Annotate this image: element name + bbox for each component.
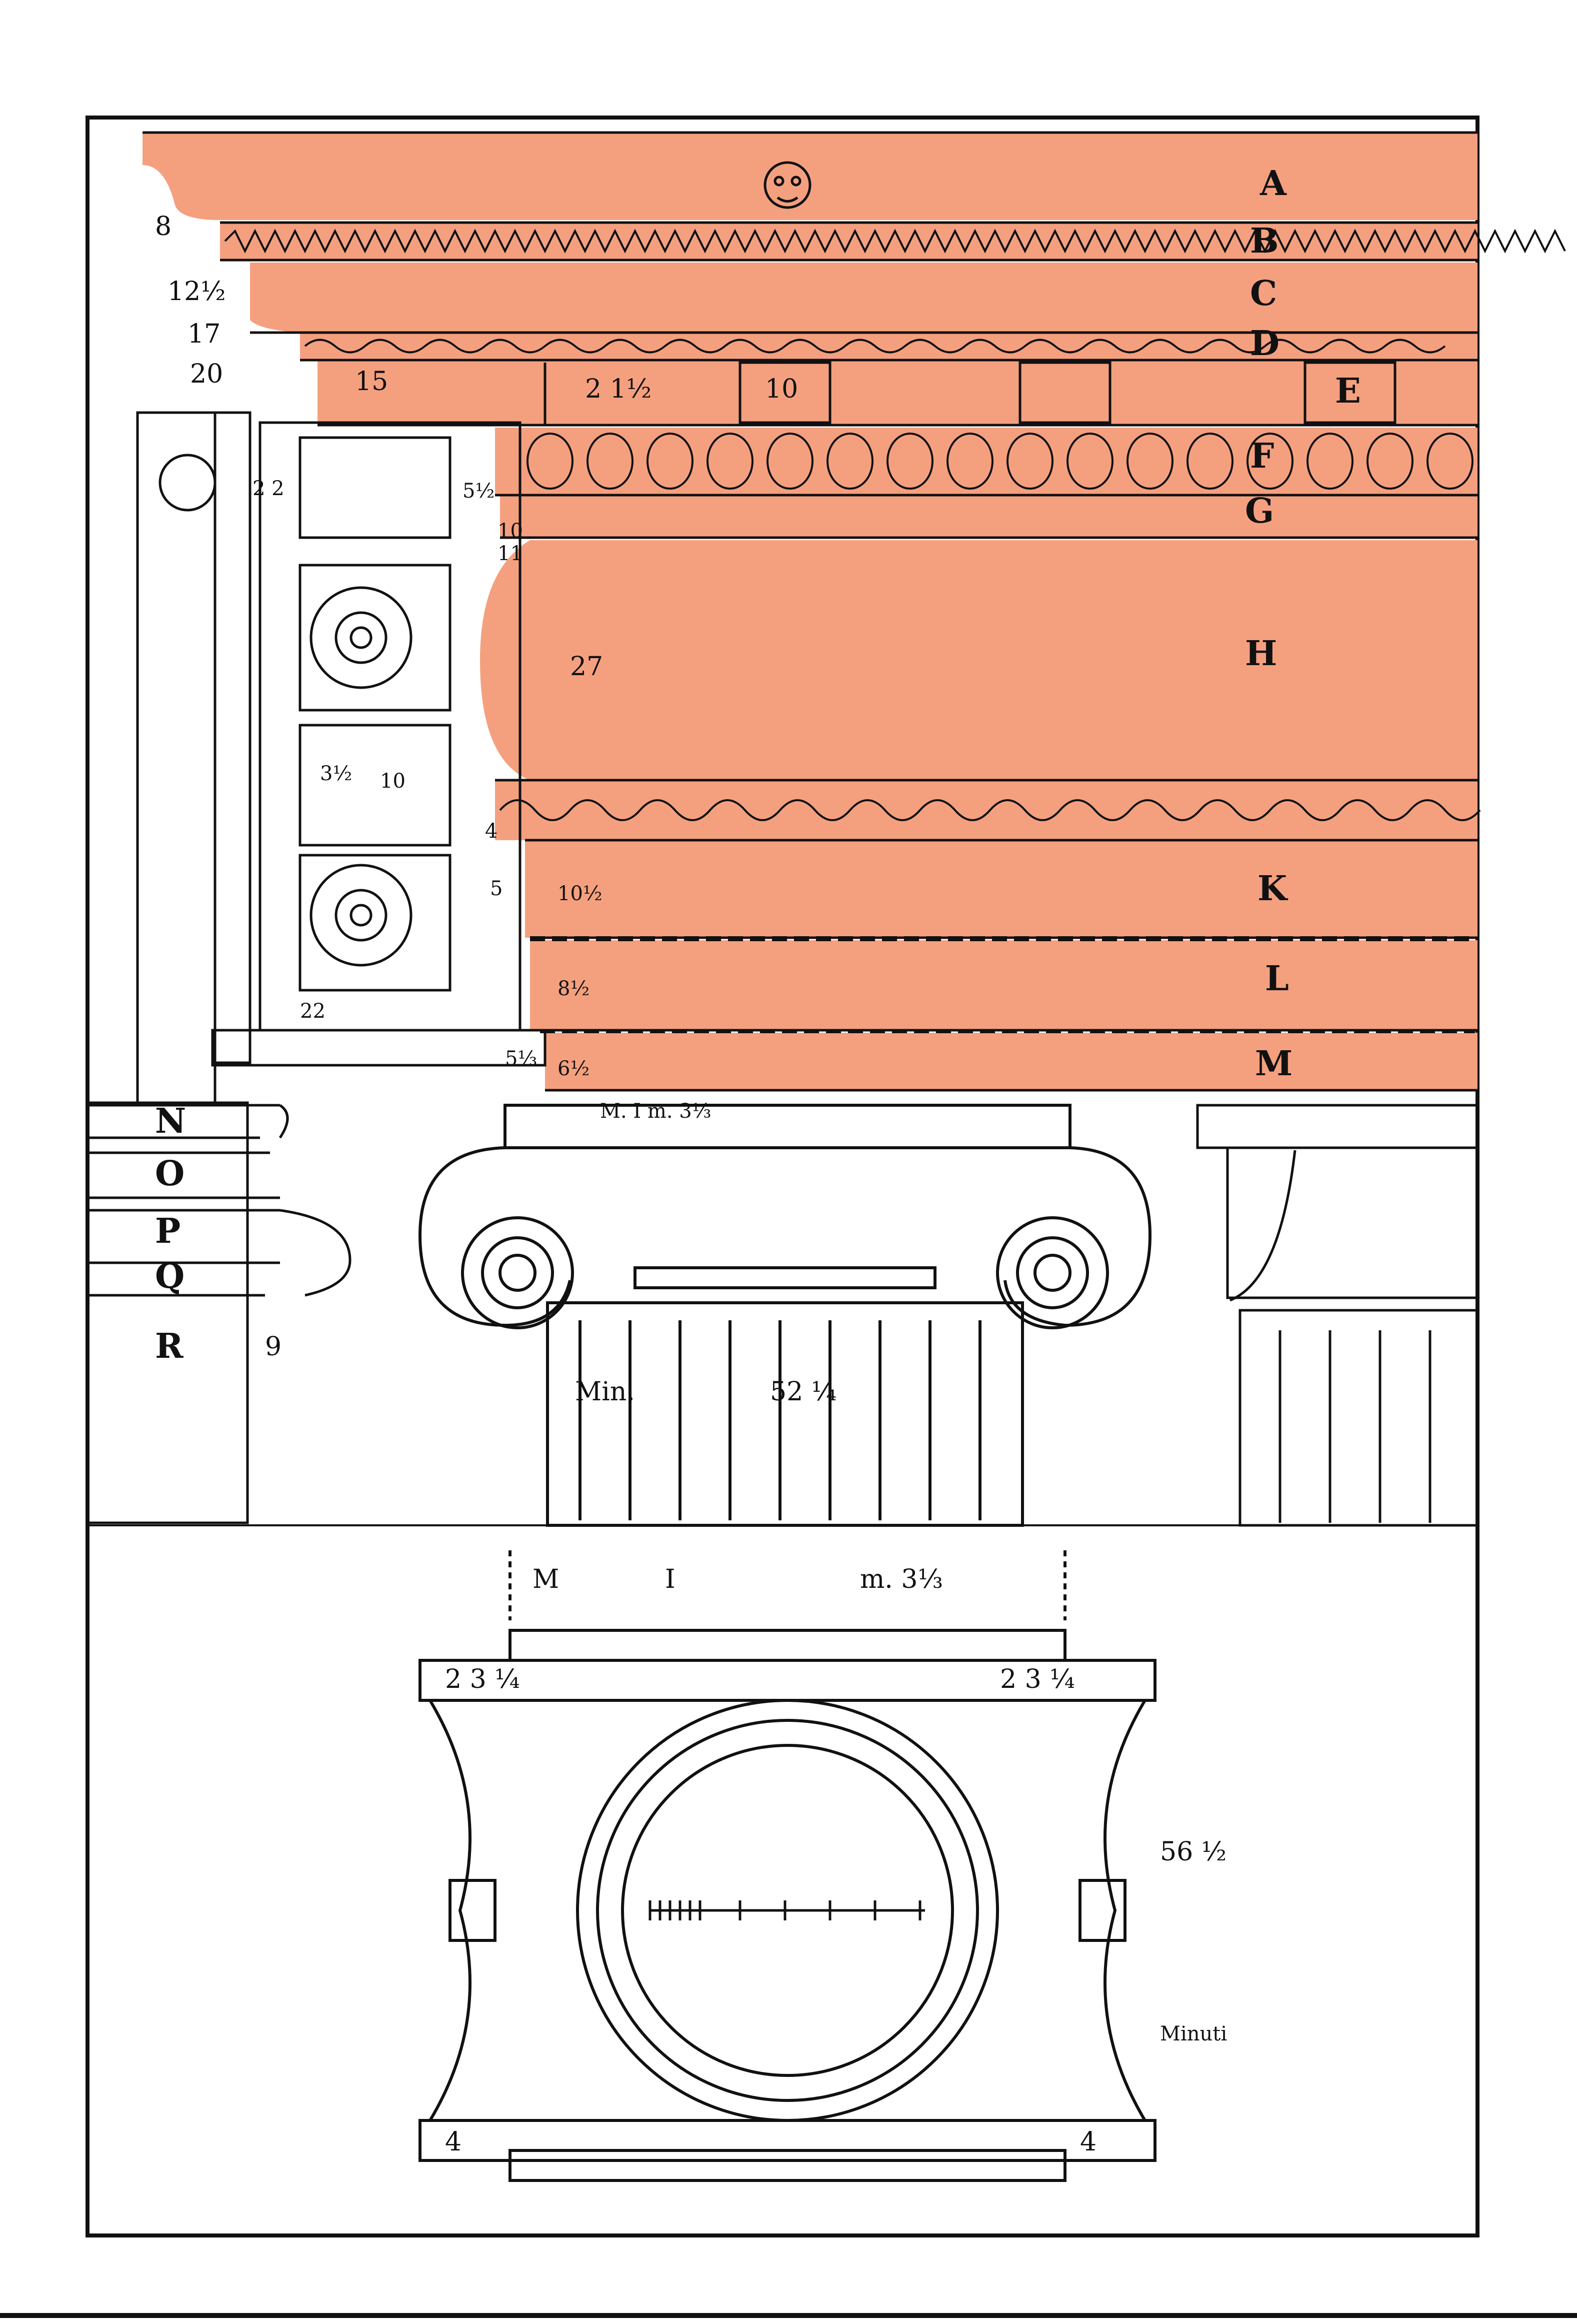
entablature-letter-labels: A B C D E F G H K L M <box>1245 164 1361 1084</box>
soffit-num-4: 11 <box>498 542 523 565</box>
cornice-num-4: 20 <box>190 359 223 389</box>
scale-bar <box>648 1900 925 1920</box>
soffit-num-5: 3½ <box>320 762 352 785</box>
letter-q: Q <box>155 1256 184 1296</box>
cornice-num-1: 8 <box>155 212 172 242</box>
frieze-num-3: 10 <box>765 374 798 404</box>
letter-h: H <box>1245 634 1277 674</box>
profile-num-2: 10½ <box>558 882 602 905</box>
letter-m: M <box>1255 1044 1292 1084</box>
profile-num-3: 8½ <box>558 977 590 1000</box>
frieze-numbers: 15 2 1½ 10 <box>355 367 798 404</box>
plan-right-value: 2 3 ¼ <box>1000 1664 1075 1694</box>
frieze-num-1: 15 <box>355 367 388 397</box>
profile-num-1: 27 <box>570 652 603 682</box>
letter-r: R <box>155 1326 184 1366</box>
letter-p: P <box>155 1211 180 1251</box>
plan-bottom-left: 4 <box>445 2127 462 2157</box>
cornice-band-a <box>142 133 1478 220</box>
shaft-value: 52 ¼ <box>770 1377 836 1407</box>
scale-caption: Minuti <box>1160 2022 1227 2045</box>
band-g <box>500 495 1478 538</box>
frieze-num-2: 2 1½ <box>585 374 652 404</box>
ionic-capital <box>418 1104 1152 1527</box>
profile-numbers: 27 10½ 8½ 6½ 5⅓ <box>505 652 603 1080</box>
capital-plan <box>418 1550 1156 2182</box>
plan-bottom-right: 4 <box>1080 2127 1096 2157</box>
soffit-num-6: 10 <box>380 770 406 793</box>
band-l <box>530 940 1478 1030</box>
lion-head-ornament <box>764 161 812 209</box>
plan-top-i: I <box>665 1564 676 1594</box>
profile-num-4: 6½ <box>558 1057 590 1080</box>
shaft-label: Min. <box>575 1377 635 1407</box>
band-i <box>495 780 1478 840</box>
ornament-bands <box>224 229 1566 1033</box>
cornice-side-numbers: 8 12½ 17 20 <box>155 212 226 389</box>
band-c <box>250 263 1478 333</box>
letter-l: L <box>1265 959 1289 999</box>
cyma-h <box>480 540 1478 780</box>
soffit-panel <box>86 411 546 1524</box>
profile-num-5: 5⅓ <box>505 1047 537 1070</box>
base-profile <box>88 1104 352 1297</box>
egg-and-dart-f <box>526 433 1474 490</box>
entablature-highlight <box>142 133 1478 1090</box>
plan-top-m3: m. 3⅓ <box>860 1564 943 1594</box>
letter-o: O <box>155 1154 184 1194</box>
cornice-num-2: 12½ <box>168 277 226 307</box>
plan-side-value: 56 ½ <box>1160 1837 1226 1867</box>
letter-d: D <box>1250 324 1280 364</box>
letter-g: G <box>1245 491 1274 531</box>
letter-f: F <box>1250 436 1274 476</box>
soffit-num-7: 4 <box>485 820 498 843</box>
frieze-e <box>318 360 1478 425</box>
soffit-numbers: 2 2 5½ 10 11 3½ 10 4 5 22 <box>252 477 523 1023</box>
letter-k: K <box>1258 869 1288 909</box>
capital-labels: M. I m. 3⅓ Min. 52 ¼ 9 <box>265 1100 836 1407</box>
capital-top-row: M. I m. 3⅓ <box>600 1100 711 1123</box>
base-side-value: 9 <box>265 1332 282 1362</box>
letter-n: N <box>155 1101 186 1141</box>
base-letter-labels: N O P Q R <box>155 1101 186 1366</box>
rosettes <box>158 454 412 967</box>
letter-b: B <box>1250 221 1278 261</box>
band-d <box>300 333 1478 360</box>
soffit-num-3: 10 <box>498 520 523 543</box>
letter-e: E <box>1335 371 1361 411</box>
letter-c: C <box>1250 274 1277 314</box>
band-f <box>495 428 1478 495</box>
letter-a: A <box>1260 164 1287 204</box>
plan-top-m: M <box>532 1564 559 1594</box>
band-m <box>545 1033 1478 1090</box>
plan-left-value: 2 3 ¼ <box>445 1664 520 1694</box>
cornice-num-3: 17 <box>188 319 220 349</box>
soffit-num-1: 2 2 <box>252 477 284 500</box>
soffit-num-2: 5½ <box>462 480 494 503</box>
soffit-num-8: 5 <box>490 877 502 900</box>
capital-side-view <box>1196 1104 1479 1527</box>
plan-labels: M I m. 3⅓ 2 3 ¼ 2 3 ¼ 4 4 56 ½ Minuti <box>445 1564 1227 2157</box>
soffit-num-9: 22 <box>300 1000 326 1023</box>
band-k <box>525 840 1478 938</box>
